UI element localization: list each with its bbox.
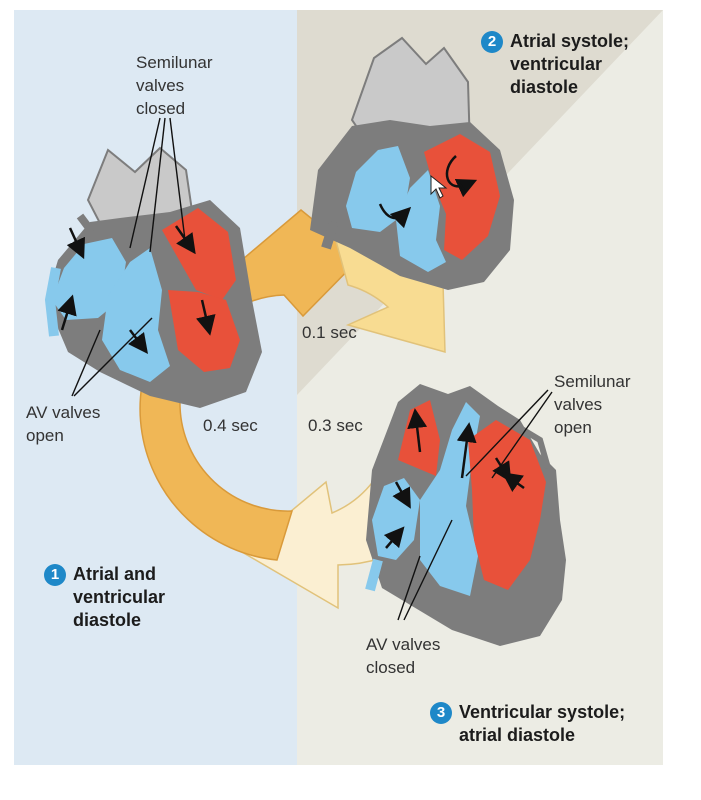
- callout-lines: [71, 117, 553, 621]
- duration-phase-1: 0.4 sec: [203, 416, 258, 435]
- label-av-valves-closed: AV valves closed: [366, 635, 441, 677]
- phase-1-number-badge: 1: [44, 564, 66, 586]
- mouse-cursor-icon: [430, 174, 448, 199]
- heart-diastole: [44, 146, 262, 408]
- label-semilunar-valves-closed: Semilunar valves closed: [136, 53, 213, 118]
- phase-1-title: Atrial and ventricular diastole: [73, 564, 166, 630]
- phase-3-title: Ventricular systole; atrial diastole: [459, 702, 626, 745]
- heart-atrial-systole: [310, 36, 514, 290]
- phase-2-number-badge: 2: [481, 31, 503, 53]
- label-semilunar-valves-open: Semilunar valves open: [554, 372, 631, 437]
- phase-3-number-badge: 3: [430, 702, 452, 724]
- duration-phase-3: 0.3 sec: [308, 416, 363, 435]
- phase-2-title: Atrial systole; ventricular diastole: [510, 31, 630, 97]
- heart-ventricular-systole: [365, 384, 566, 646]
- duration-phase-2: 0.1 sec: [302, 323, 357, 342]
- label-av-valves-open: AV valves open: [26, 403, 101, 445]
